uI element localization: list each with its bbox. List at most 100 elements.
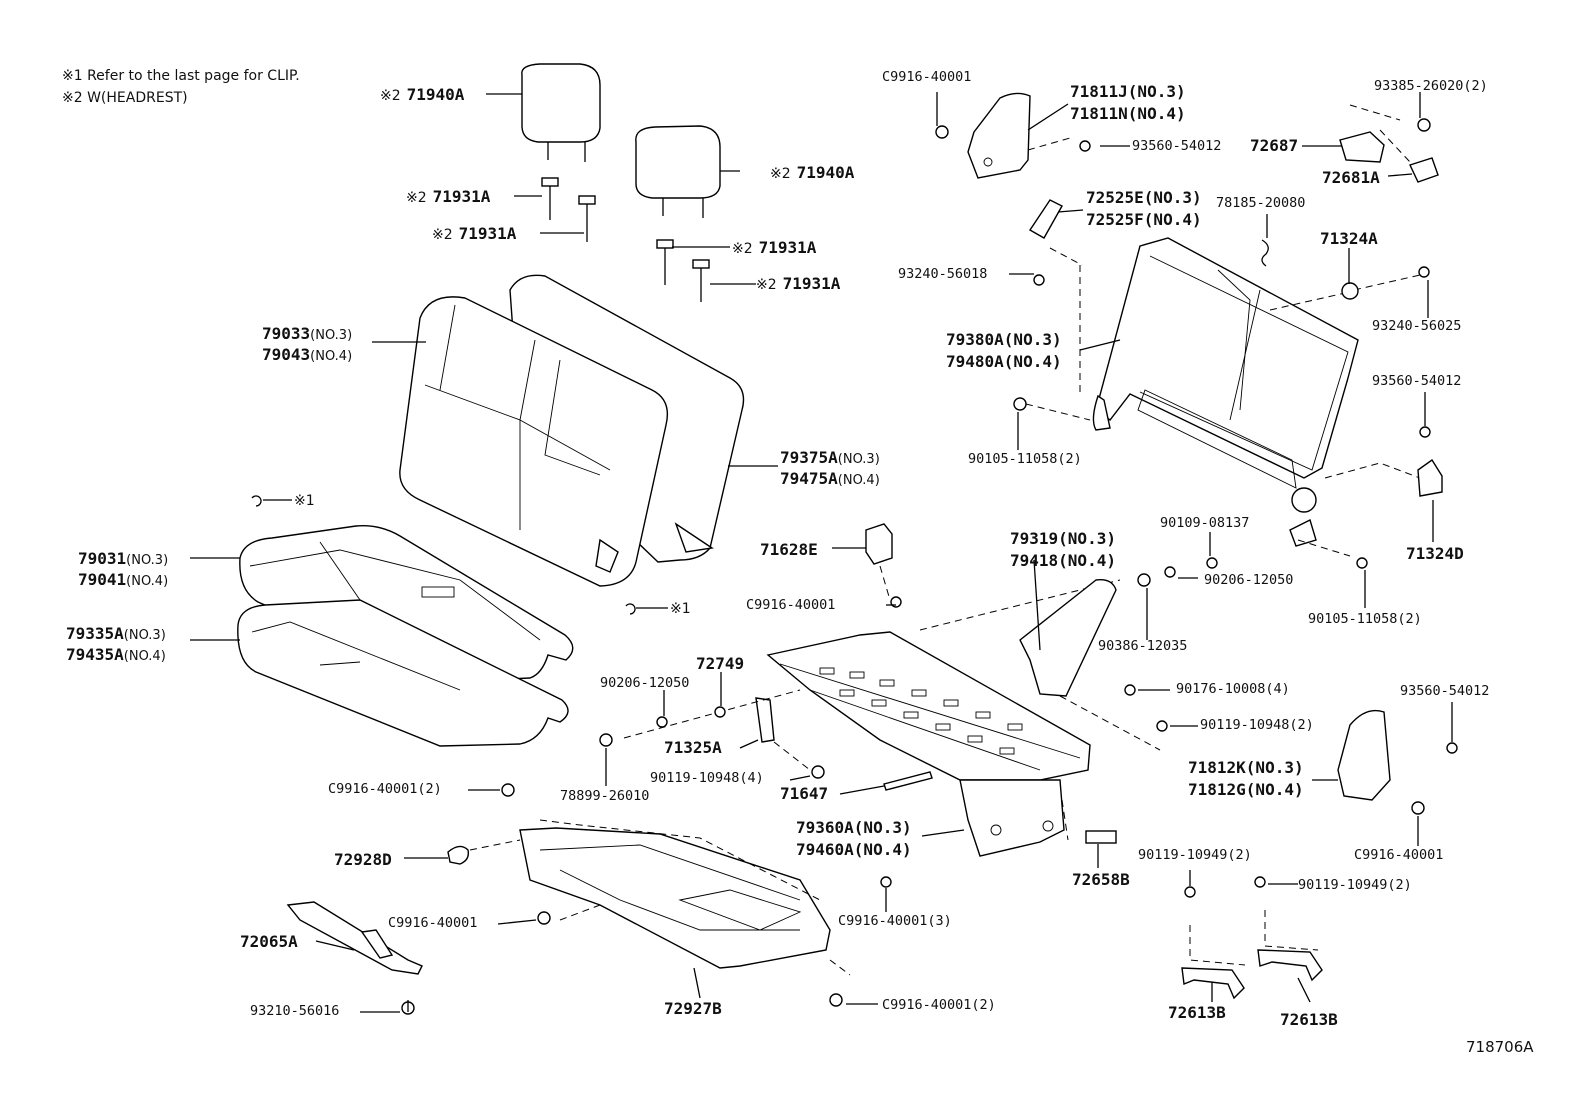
fasteners-drawing [401,118,1458,1015]
label-clip-ref-1[interactable]: ※1 [294,493,315,509]
label-c9916-2b[interactable]: C9916-40001(2) [882,997,996,1013]
part-number: 79375A [780,448,838,467]
variant: (NO.3) [126,553,169,568]
dash-line [1059,695,1161,751]
label-c9916-top[interactable]: C9916-40001 [882,69,972,85]
label-90109[interactable]: 90109-08137 [1160,515,1250,531]
variant: (NO.3) [837,452,880,467]
label-93240-b[interactable]: 93240-56025 [1372,318,1462,334]
label-72658b[interactable]: 72658B [1072,870,1130,889]
part-number: 71931A [432,187,491,206]
label-90386[interactable]: 90386-12035 [1098,638,1188,654]
label-hinge-no3[interactable]: 71811J(NO.3) [1070,82,1186,101]
label-90206-r[interactable]: 90206-12050 [1204,572,1294,588]
label-93385[interactable]: 93385-26020(2) [1374,78,1488,94]
part-number: 71931A [758,238,817,257]
variant: (NO.4) [837,473,880,488]
label-72681a[interactable]: 72681A [1322,168,1380,187]
strap-drawing [1029,199,1083,266]
label-93210[interactable]: 93210-56016 [250,1003,340,1019]
label-72927b[interactable]: 72927B [664,999,722,1018]
part-number: 79335A [66,624,124,643]
label-strap-no3[interactable]: 72525E(NO.3) [1086,188,1202,207]
seat-back-drawing [399,274,745,587]
label-93560-mid[interactable]: 93560-54012 [1372,373,1462,389]
label-back-pad-no3[interactable]: 79375A(NO.3) [780,448,880,467]
label-cover-no4[interactable]: 71812G(NO.4) [1188,780,1304,799]
label-c9916-3[interactable]: C9916-40001(3) [838,913,952,929]
label-c9916-2a[interactable]: C9916-40001(2) [328,781,442,797]
hinge-cover-drawing [967,92,1071,179]
label-support-4[interactable]: ※2 71931A [756,274,841,293]
label-90206-l[interactable]: 90206-12050 [600,675,690,691]
label-support-3[interactable]: ※2 71931A [732,238,817,257]
label-72065a[interactable]: 72065A [240,932,298,951]
label-71324a[interactable]: 71324A [1320,229,1378,248]
part-number: 71940A [406,85,465,104]
label-cushion-pad-no3[interactable]: 79335A(NO.3) [66,624,166,643]
label-leg-left[interactable]: 72613B [1168,1003,1226,1022]
variant: (NO.3) [310,328,353,343]
part-number: 79031 [78,549,127,568]
part-number: 79043 [262,345,311,364]
dash-line [773,741,811,771]
label-bracket-no3[interactable]: 79319(NO.3) [1010,529,1116,548]
label-78899[interactable]: 78899-26010 [560,788,650,804]
label-93560-low[interactable]: 93560-54012 [1400,683,1490,699]
tray-drawing [469,819,851,976]
label-cover-no3[interactable]: 71812K(NO.3) [1188,758,1304,777]
label-cushion-frame-no4[interactable]: 79460A(NO.4) [796,840,912,859]
label-78185[interactable]: 78185-20080 [1216,195,1306,211]
label-cushion-cover-no3[interactable]: 79031(NO.3) [78,549,169,568]
label-back-cover-no3[interactable]: 79033(NO.3) [262,326,353,343]
label-90176[interactable]: 90176-10008(4) [1176,681,1290,697]
label-leg-right[interactable]: 72613B [1280,1010,1338,1029]
mark-2: ※2 [406,190,427,206]
headrest-left-drawing [521,63,601,162]
variant: (NO.4) [126,574,169,589]
label-c9916-mid[interactable]: C9916-40001 [746,597,836,613]
label-93560-top[interactable]: 93560-54012 [1132,138,1222,154]
label-71628e[interactable]: 71628E [760,540,818,559]
label-c9916-rlow[interactable]: C9916-40001 [1354,847,1444,863]
label-support-1[interactable]: ※2 71931A [406,187,491,206]
label-71647[interactable]: 71647 [780,784,829,803]
label-cushion-frame-no3[interactable]: 79360A(NO.3) [796,818,912,837]
label-c9916-left[interactable]: C9916-40001 [388,915,478,931]
label-90119-c[interactable]: 90119-10949(2) [1138,847,1252,863]
lock-drawing [1339,104,1439,183]
label-bracket-no4[interactable]: 79418(NO.4) [1010,551,1116,570]
label-clip-ref-2[interactable]: ※1 [670,601,691,617]
label-frame-no3[interactable]: 79380A(NO.3) [946,330,1062,349]
dash-line [879,565,891,601]
label-frame-no4[interactable]: 79480A(NO.4) [946,352,1062,371]
label-93240-a[interactable]: 93240-56018 [898,266,988,282]
label-cushion-pad-no4[interactable]: 79435A(NO.4) [66,645,166,664]
label-back-pad-no4[interactable]: 79475A(NO.4) [780,471,880,488]
mark-2: ※2 [732,241,753,257]
drawing-number: 718706A [1466,1038,1534,1056]
label-90119-a[interactable]: 90119-10948(2) [1200,717,1314,733]
label-90105-b[interactable]: 90105-11058(2) [1308,611,1422,627]
label-hinge-no4[interactable]: 71811N(NO.4) [1070,104,1186,123]
side-bracket-drawing [1019,579,1117,697]
label-back-cover-no4[interactable]: 79043(NO.4) [262,345,352,364]
label-71324d[interactable]: 71324D [1406,544,1464,563]
label-72687[interactable]: 72687 [1250,136,1299,155]
label-71325a[interactable]: 71325A [664,738,722,757]
label-72928d[interactable]: 72928D [334,850,392,869]
label-strap-no4[interactable]: 72525F(NO.4) [1086,210,1202,229]
mark-2: ※2 [756,277,777,293]
label-90105-a[interactable]: 90105-11058(2) [968,451,1082,467]
part-number: 79435A [66,645,124,664]
label-72749[interactable]: 72749 [696,654,745,673]
label-90119-d[interactable]: 90119-10949(2) [1298,877,1412,893]
label-cushion-cover-no4[interactable]: 79041(NO.4) [78,572,169,589]
label-90119-b[interactable]: 90119-10948(4) [650,770,764,786]
headrest-supports-drawing [541,177,710,302]
part-number: 71931A [782,274,841,293]
